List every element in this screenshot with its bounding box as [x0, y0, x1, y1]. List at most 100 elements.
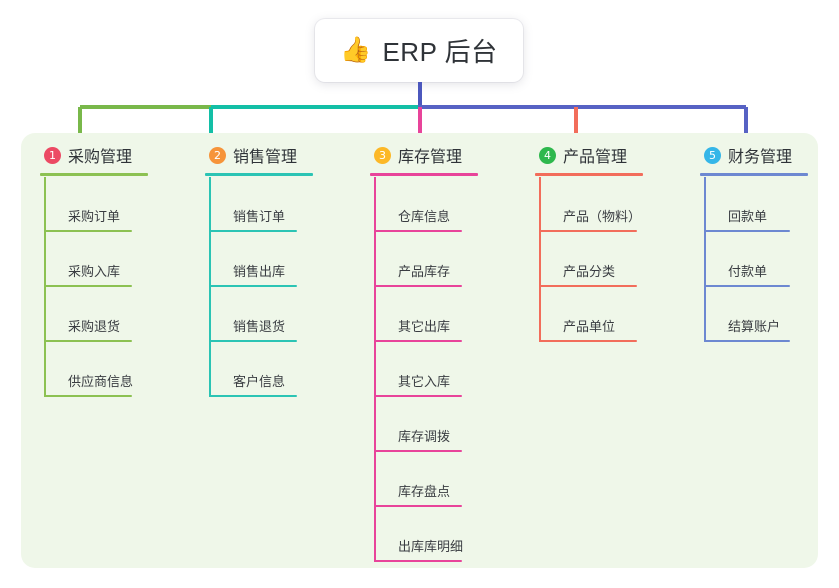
branch-badge-1: 1: [44, 146, 61, 164]
branch-spine-1: [44, 177, 46, 397]
branch-title-2: 销售管理: [233, 149, 298, 166]
leaf-label: 库存盘点: [398, 484, 451, 499]
leaf-node[interactable]: 其它出库: [374, 304, 462, 342]
leaf-node[interactable]: 产品（物料）: [539, 194, 641, 232]
segment-green: [80, 105, 211, 109]
leaf-underline: [539, 285, 637, 287]
leaf-underline: [704, 230, 790, 232]
branch-column-3: 3 库存管理: [370, 142, 478, 176]
leaf-node[interactable]: 采购订单: [44, 194, 132, 232]
segment-blue: [418, 105, 746, 109]
leaf-node[interactable]: 销售订单: [209, 194, 297, 232]
branch-title-5: 财务管理: [728, 149, 793, 166]
leaf-node[interactable]: 付款单: [704, 249, 790, 287]
leaf-node[interactable]: 仓库信息: [374, 194, 462, 232]
branch-spine-2: [209, 177, 211, 397]
leaf-label: 产品单位: [563, 319, 616, 334]
leaf-node[interactable]: 销售退货: [209, 304, 297, 342]
leaf-node[interactable]: 出库库明细: [374, 524, 464, 562]
leaf-underline: [44, 340, 132, 342]
branch-title-4: 产品管理: [563, 149, 628, 166]
branch-underline-1: [40, 173, 148, 176]
leaf-node[interactable]: 供应商信息: [44, 359, 134, 397]
leaf-underline: [539, 340, 637, 342]
leaf-underline: [374, 450, 462, 452]
branch-spine-4: [539, 177, 541, 342]
leaf-label: 销售订单: [233, 209, 286, 224]
branch-spine-5: [704, 177, 706, 342]
leaf-node[interactable]: 采购入库: [44, 249, 132, 287]
root-node[interactable]: 👍 ERP 后台: [315, 19, 523, 82]
leaf-label: 销售出库: [233, 264, 286, 279]
branch-badge-4: 4: [539, 146, 556, 164]
leaf-label: 产品（物料）: [563, 209, 642, 224]
leaf-underline: [209, 340, 297, 342]
leaf-node[interactable]: 客户信息: [209, 359, 297, 397]
leaf-label: 采购退货: [68, 319, 121, 334]
branch-underline-4: [535, 173, 643, 176]
leaf-underline: [209, 285, 297, 287]
leaf-node[interactable]: 销售出库: [209, 249, 297, 287]
segment-teal: [211, 105, 418, 109]
leaf-node[interactable]: 产品库存: [374, 249, 462, 287]
branch-underline-5: [700, 173, 808, 176]
leaf-node[interactable]: 回款单: [704, 194, 790, 232]
branch-column-4: 4 产品管理: [535, 142, 643, 176]
leaf-node[interactable]: 库存调拨: [374, 414, 462, 452]
leaf-label: 供应商信息: [68, 374, 134, 389]
thumbs-up-icon: 👍: [340, 36, 372, 64]
branch-title-3: 库存管理: [398, 149, 463, 166]
leaf-underline: [374, 340, 462, 342]
leaf-underline: [539, 230, 637, 232]
leaf-underline: [374, 505, 462, 507]
branches-panel: [21, 133, 818, 568]
leaf-underline: [44, 230, 132, 232]
drop-sales: [209, 107, 213, 149]
leaf-label: 回款单: [728, 209, 768, 224]
leaf-node[interactable]: 产品分类: [539, 249, 637, 287]
leaf-label: 出库库明细: [398, 539, 464, 554]
root-node-content: 👍 ERP 后台: [340, 32, 497, 69]
leaf-underline: [704, 285, 790, 287]
branch-underline-2: [205, 173, 313, 176]
leaf-underline: [374, 285, 462, 287]
leaf-underline: [209, 230, 297, 232]
drop-finance: [744, 107, 748, 149]
leaf-label: 付款单: [728, 264, 768, 279]
drop-inventory: [418, 107, 422, 149]
leaf-label: 产品库存: [398, 264, 451, 279]
leaf-node[interactable]: 库存盘点: [374, 469, 462, 507]
root-stem-connector: [418, 82, 422, 107]
branch-header-3[interactable]: 3 库存管理: [370, 142, 478, 168]
leaf-underline: [704, 340, 790, 342]
leaf-label: 采购入库: [68, 264, 121, 279]
leaf-label: 产品分类: [563, 264, 616, 279]
leaf-label: 结算账户: [728, 319, 781, 334]
leaf-node[interactable]: 结算账户: [704, 304, 790, 342]
leaf-label: 其它出库: [398, 319, 451, 334]
leaf-underline: [209, 395, 297, 397]
leaf-underline: [374, 230, 462, 232]
leaf-underline: [44, 285, 132, 287]
branch-underline-3: [370, 173, 478, 176]
leaf-node[interactable]: 产品单位: [539, 304, 637, 342]
leaf-label: 其它入库: [398, 374, 451, 389]
drop-purchase: [78, 107, 82, 149]
leaf-label: 库存调拨: [398, 429, 451, 444]
branch-header-4[interactable]: 4 产品管理: [535, 142, 643, 168]
drop-product: [574, 107, 578, 149]
leaf-node[interactable]: 采购退货: [44, 304, 132, 342]
leaf-node[interactable]: 其它入库: [374, 359, 462, 397]
leaf-underline: [374, 560, 462, 562]
root-node-title: ERP 后台: [382, 37, 498, 67]
branch-spine-3: [374, 177, 376, 562]
leaf-underline: [374, 395, 462, 397]
branch-badge-3: 3: [374, 146, 391, 164]
